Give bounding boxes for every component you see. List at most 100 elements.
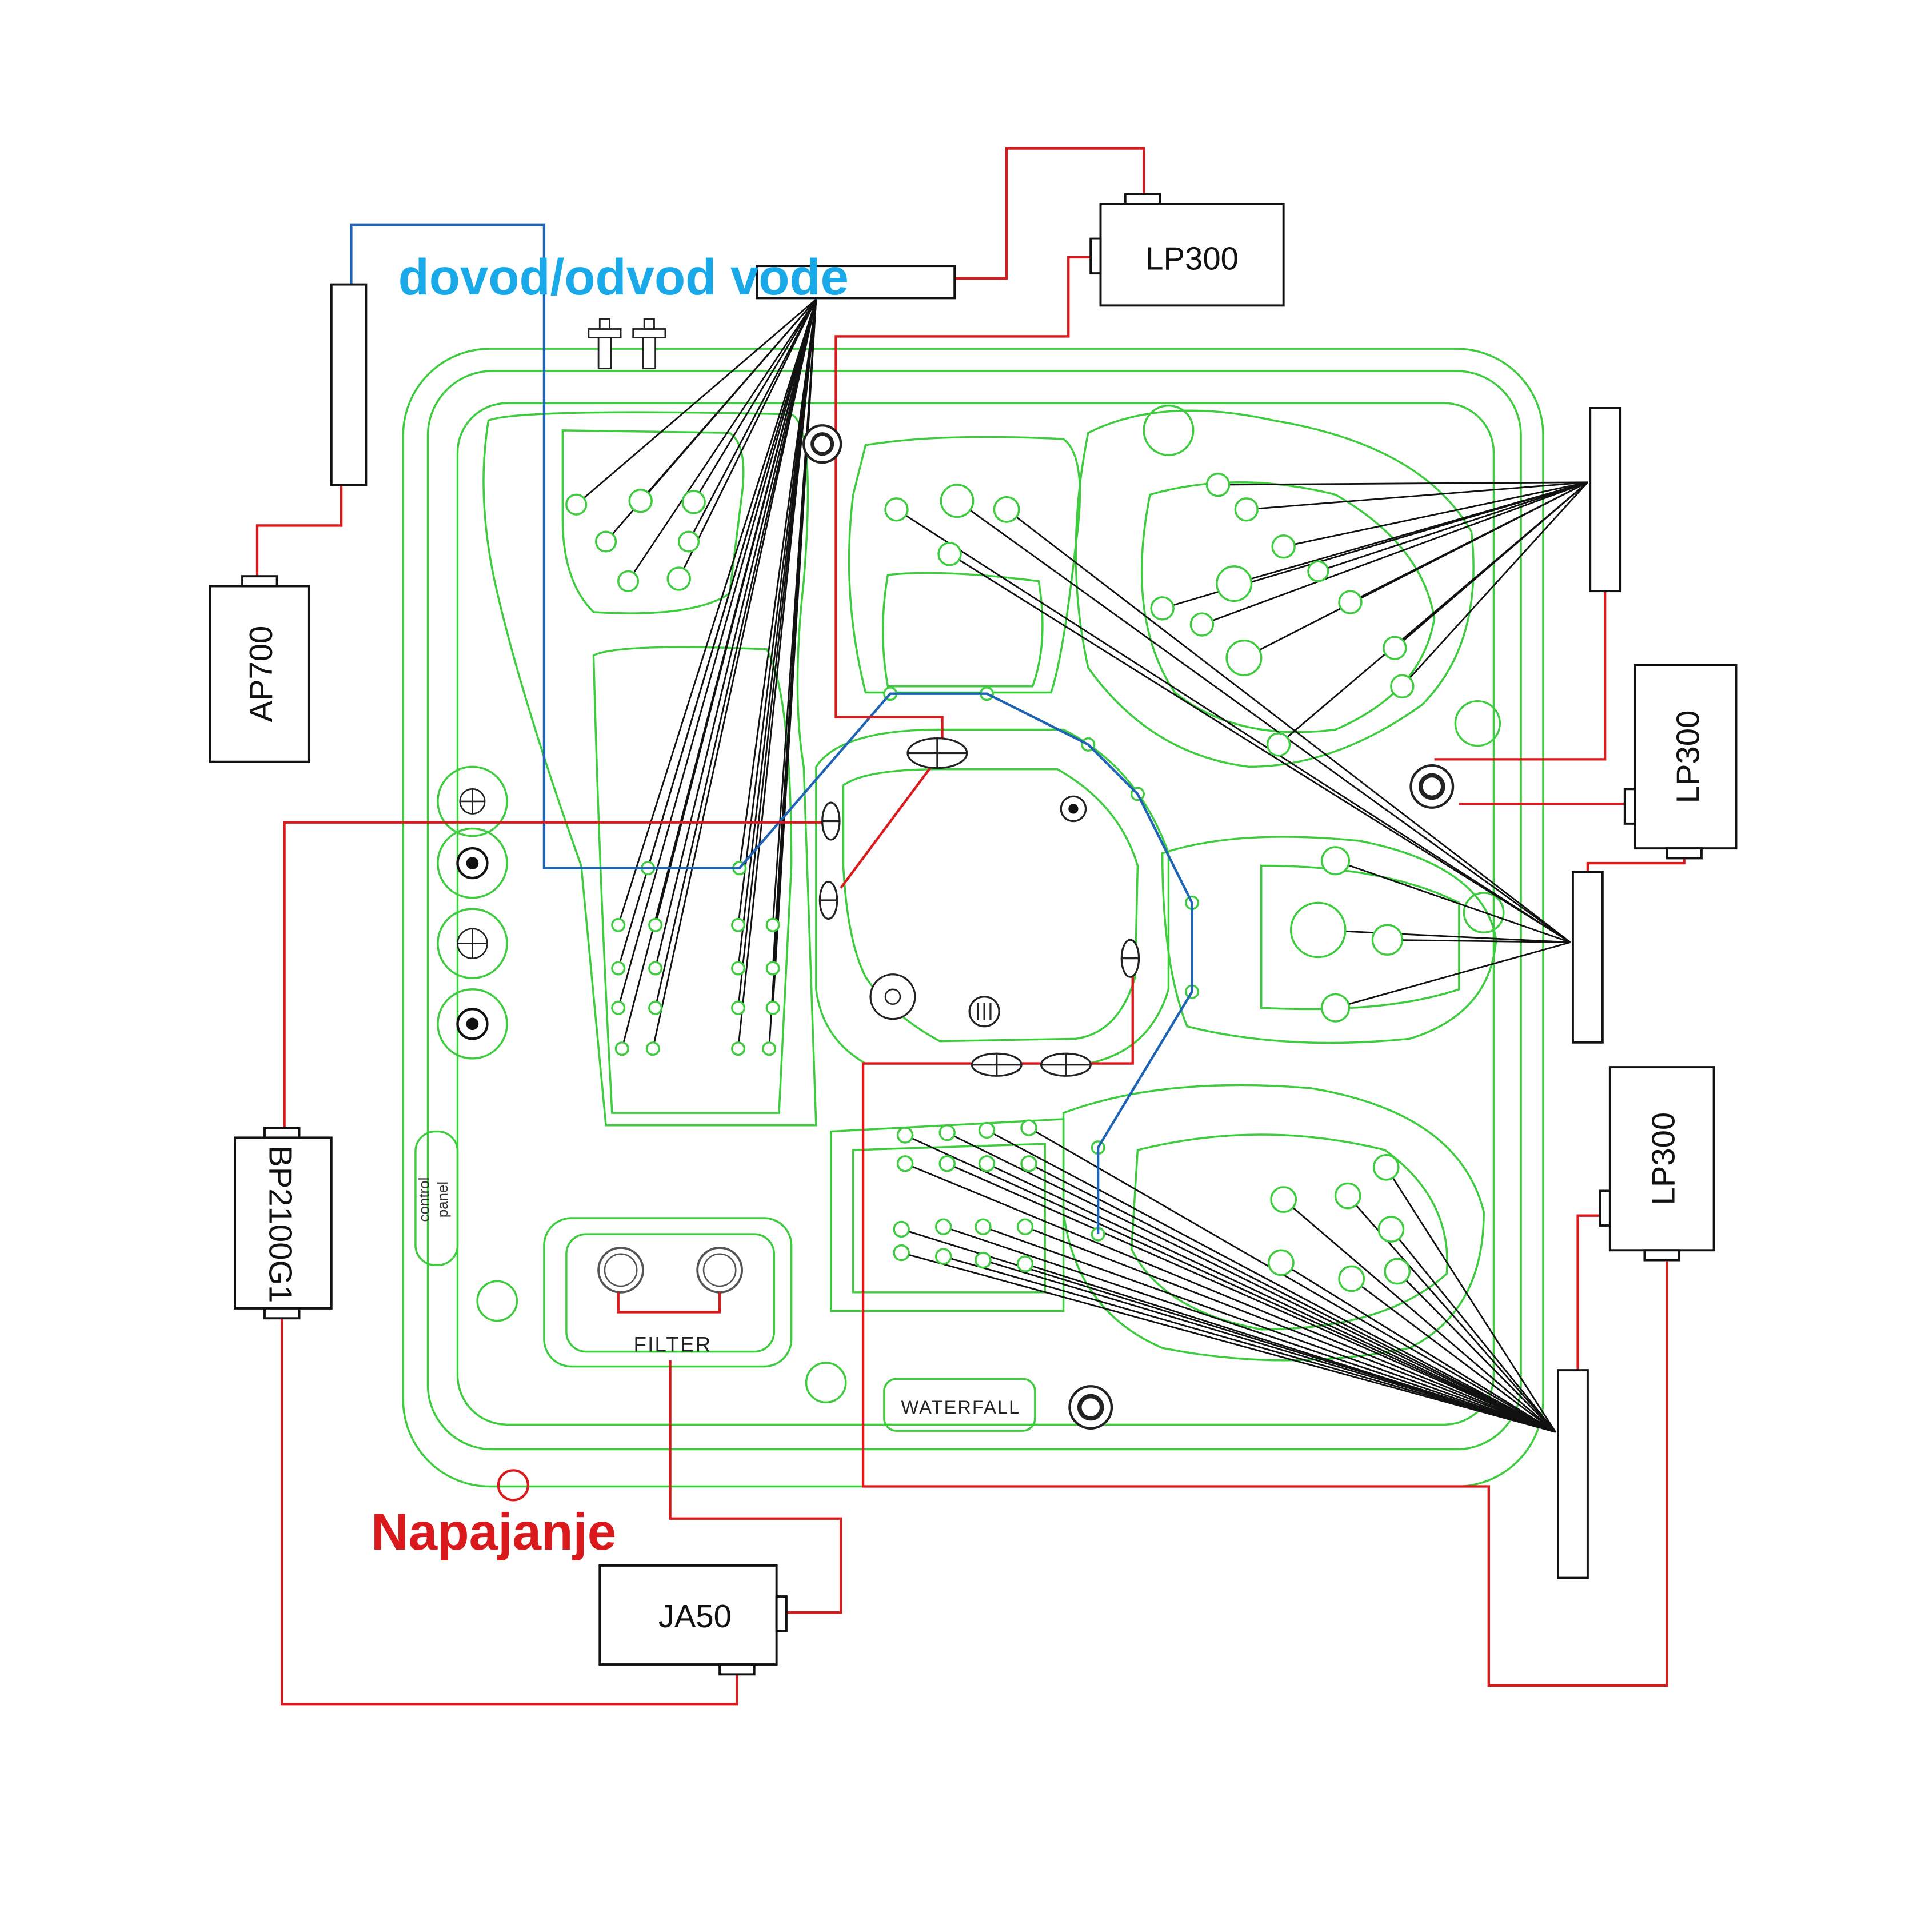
jet: [1266, 732, 1291, 757]
jet: [896, 1127, 914, 1144]
wire-filter: [617, 1292, 721, 1314]
jet: [595, 530, 617, 553]
manifold-ap700: [330, 283, 368, 486]
manifold-line: [647, 299, 817, 869]
manifold-line: [1317, 481, 1588, 572]
jet: [935, 1248, 952, 1265]
wire-bp2100-top: [283, 821, 829, 1128]
jet: [937, 542, 962, 566]
left-wall-fitting-2: [457, 928, 488, 959]
manifold-line: [983, 1259, 1556, 1433]
filter-cartridge-left-inner: [604, 1253, 638, 1287]
spa-shell: [402, 348, 1544, 1488]
left-wall-round-3: [437, 908, 508, 980]
jet: [993, 496, 1020, 523]
jet: [975, 1251, 992, 1269]
jet: [645, 1041, 660, 1056]
jet: [1270, 1186, 1297, 1213]
jet: [565, 493, 588, 516]
wire-filter-to-ja50: [669, 1360, 842, 1614]
manifold-line: [1401, 481, 1588, 687]
manifold-line: [983, 1226, 1556, 1433]
ja50-box: [598, 1564, 788, 1676]
center-footwell-inner: [842, 768, 1139, 1043]
jet: [1271, 534, 1296, 559]
left-wall-round-1: [437, 765, 508, 837]
grate-fitting: [968, 996, 1000, 1028]
equipment: [209, 193, 1738, 1676]
left-lounger: [482, 411, 817, 1127]
jet: [1307, 560, 1329, 582]
wire-bp2100-bottom: [281, 1318, 738, 1706]
corner-round-1: [1143, 404, 1195, 456]
manifold-line: [1246, 481, 1588, 510]
jet: [938, 1155, 956, 1172]
jet: [893, 1220, 910, 1238]
water-supply-line: [350, 223, 1193, 1235]
manifold-line: [986, 1163, 1556, 1433]
jet: [666, 566, 691, 591]
water-lines: [350, 223, 1193, 1235]
manifold-right-upper: [1589, 406, 1622, 593]
wire-footwell-diag: [840, 761, 936, 889]
manifold-line: [1349, 481, 1588, 603]
wire-top-lp300: [954, 147, 1145, 280]
jet: [765, 1000, 780, 1015]
filter-box: [543, 1217, 793, 1368]
manifold-line: [956, 500, 1571, 943]
lp300-lower-right-box: [1599, 1066, 1715, 1262]
jet: [648, 917, 663, 932]
manifold-line: [627, 298, 817, 582]
manifold-line: [1396, 1271, 1556, 1433]
manifold-line: [986, 1129, 1556, 1433]
valves: [818, 737, 1140, 1077]
jet: [731, 917, 746, 932]
jet: [1377, 1216, 1405, 1243]
left-wall-jet-1: [456, 847, 489, 880]
jets: [565, 472, 1415, 1292]
manifold-line: [943, 1226, 1556, 1433]
manifold-line: [1201, 481, 1588, 625]
manifold-line: [693, 298, 817, 503]
manifold-line: [1028, 1127, 1556, 1433]
jet: [765, 917, 780, 932]
manifold-line: [1387, 939, 1571, 943]
wire-right-lp300: [1434, 591, 1607, 761]
manifold-right-lower: [1557, 1369, 1589, 1579]
jet: [978, 1155, 996, 1172]
manifold-line: [1385, 1167, 1556, 1433]
control-panel-label-1: control: [416, 1177, 433, 1222]
manifold-line: [943, 1255, 1556, 1433]
manifold-top: [756, 265, 956, 300]
corner-round-4: [1454, 700, 1501, 747]
jet: [893, 1244, 910, 1262]
lower-right-seat: [1062, 1084, 1485, 1362]
jet: [938, 1124, 956, 1141]
manifold-line: [652, 299, 817, 1049]
manifold-line: [617, 299, 817, 925]
manifold-line: [946, 1132, 1556, 1433]
jet: [628, 488, 653, 513]
left-wall-fitting-1: [459, 788, 486, 815]
manifold-line: [737, 299, 817, 925]
manifold-line: [896, 509, 1571, 943]
manifold-line: [1278, 481, 1588, 745]
fittings: [456, 318, 1455, 1430]
jet: [940, 484, 975, 518]
control-panel-label-2: panel: [434, 1181, 451, 1218]
jet: [648, 1000, 663, 1015]
power-inlet: [497, 1469, 529, 1502]
left-lounger-head: [561, 429, 745, 614]
rotary-jet-bottom: [1068, 1385, 1113, 1430]
upper-middle-seat-inner: [882, 572, 1044, 688]
bp2100g1-label: BP2100G1: [263, 1145, 299, 1303]
manifold-line: [901, 1252, 1556, 1433]
manifold-line: [1025, 1226, 1556, 1433]
left-wall-jet-2: [456, 1008, 489, 1040]
filter-cartridge-left: [597, 1246, 644, 1294]
jet: [1267, 1249, 1295, 1276]
manifold-line: [1218, 481, 1588, 486]
manifold-line: [654, 299, 817, 969]
corner-round-2: [476, 1280, 518, 1322]
